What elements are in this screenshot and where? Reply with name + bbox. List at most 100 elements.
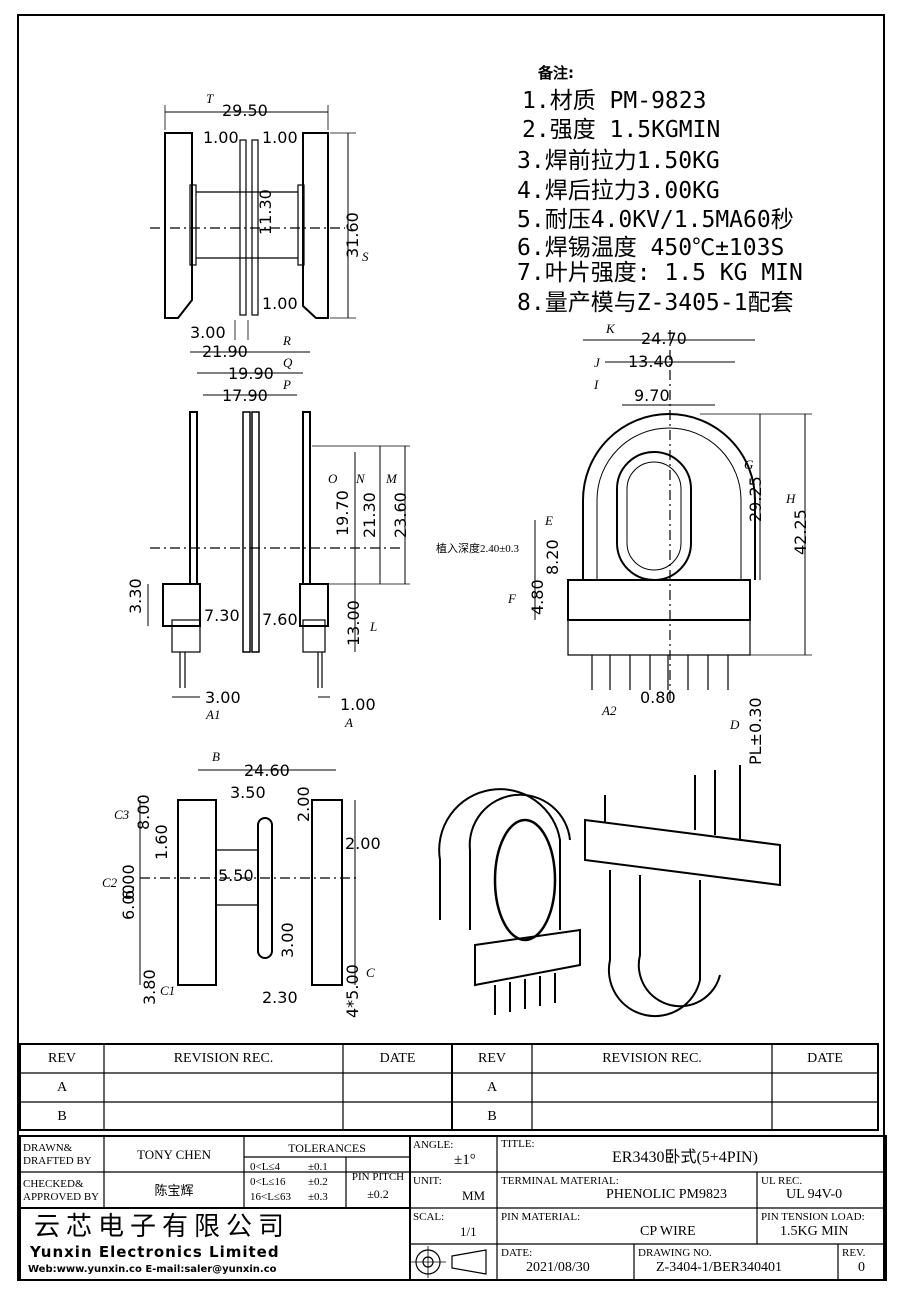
dim-front-19-90: 19.90 [228, 364, 274, 383]
date-label: DATE: [501, 1247, 533, 1259]
ul-value: UL 94V-0 [786, 1187, 843, 1202]
dim-bottom-8-00: 8.00 [134, 794, 153, 830]
drawing-title: ER3430卧式(5+4PIN) [612, 1149, 758, 1166]
callout-n: N [356, 471, 365, 486]
tol-value-3: ±0.3 [308, 1191, 328, 1203]
dim-side-42-25: 42.25 [791, 509, 810, 555]
dim-bottom-2-00-b: 2.00 [345, 834, 381, 853]
callout-a: A [345, 715, 353, 730]
dim-top-gap: 3.00 [190, 323, 226, 342]
dim-front-21-90: 21.90 [202, 342, 248, 361]
callout-c1: C1 [160, 983, 176, 998]
drawing-no-value: Z-3404-1/BER340401 [656, 1260, 782, 1275]
front-view [147, 351, 410, 698]
note-4: 4.焊后拉力3.00KG [517, 178, 720, 204]
rev-value: 0 [858, 1260, 865, 1275]
bottom-view [139, 769, 360, 986]
dim-side-8-20: 8.20 [543, 539, 562, 575]
rev-row-a-right: A [486, 1080, 498, 1095]
dim-top-plate-left: 1.00 [203, 128, 239, 147]
callout-a2: A2 [602, 703, 617, 718]
scale-label: SCAL: [413, 1211, 445, 1223]
callout-a1: A1 [206, 707, 221, 722]
dim-top-plate-right: 1.00 [262, 128, 298, 147]
drawn-by: TONY CHEN [136, 1147, 212, 1162]
callout-e: E [545, 513, 553, 528]
dim-top-height: 31.60 [343, 212, 362, 258]
dim-front-17-90: 17.90 [222, 386, 268, 405]
callout-p: P [283, 377, 291, 392]
callout-g: G [744, 457, 754, 472]
callout-c2: C2 [102, 875, 118, 890]
note-8: 8.量产模与Z-3405-1配套 [517, 290, 794, 316]
dim-side-pl: PL±0.30 [746, 697, 765, 765]
dim-bottom-2-00-a: 2.00 [294, 786, 313, 822]
dim-bottom-5-50: 5.50 [218, 866, 254, 885]
tolerances-label: TOLERANCES [288, 1141, 366, 1155]
dim-side-13-40: 13.40 [628, 352, 674, 371]
callout-b: B [212, 749, 220, 764]
callout-q: Q [283, 355, 293, 370]
dim-front-21-30: 21.30 [360, 492, 379, 538]
dim-side-24-70: 24.70 [641, 329, 687, 348]
dim-top-core: 11.30 [256, 189, 275, 235]
callout-t: T [206, 91, 214, 106]
dim-front-23-60: 23.60 [391, 492, 410, 538]
callout-s: S [362, 249, 369, 264]
revision-rec-header-1: REVISION REC. [173, 1051, 274, 1066]
dim-bottom-4x5-00: 4*5.00 [343, 964, 362, 1018]
dim-side-0-80: 0.80 [640, 688, 676, 707]
callout-d: D [730, 717, 740, 732]
tol-value-2: ±0.2 [308, 1176, 328, 1188]
isometric-view-left [438, 788, 581, 1015]
dim-bottom-1-60: 1.60 [152, 824, 171, 860]
side-view [534, 330, 812, 700]
tol-range-1: 0<L≤4 [250, 1161, 280, 1173]
pin-tension-label: PIN TENSION LOAD: [761, 1211, 865, 1223]
rev-header-2: REV [478, 1051, 506, 1066]
unit-value: MM [462, 1188, 486, 1203]
note-1: 1.材质 PM-9823 [522, 88, 707, 114]
dim-top-width: 29.50 [222, 101, 268, 120]
rev-label: REV. [842, 1247, 866, 1259]
note-2: 2.强度 1.5KGMIN [522, 117, 721, 143]
callout-o: O [328, 471, 338, 486]
scale-value: 1/1 [460, 1224, 477, 1239]
dim-side-4-80: 4.80 [528, 579, 547, 615]
tol-range-2: 0<L≤16 [250, 1176, 286, 1188]
rev-row-b-right: B [487, 1109, 497, 1124]
company-name-en: Yunxin Electronics Limited [30, 1243, 280, 1261]
note-5: 5.耐压4.0KV/1.5MA60秒 [517, 207, 794, 233]
title-label: TITLE: [501, 1138, 535, 1150]
callout-j: J [594, 355, 600, 370]
dim-side-29-25: 29.25 [746, 476, 765, 522]
ul-label: UL REC. [761, 1175, 803, 1187]
tol-range-3: 16<L≤63 [250, 1191, 291, 1203]
callout-m: M [386, 471, 397, 486]
pin-pitch-value: ±0.2 [367, 1187, 389, 1201]
checked-by: 陈宝辉 [154, 1183, 194, 1198]
dim-top-plate-bottom: 1.00 [262, 294, 298, 313]
pin-material-label: PIN MATERIAL: [501, 1211, 581, 1223]
dim-bottom-2-30: 2.30 [262, 988, 298, 1007]
dim-bottom-3-50: 3.50 [230, 783, 266, 802]
title-block-grid [19, 1135, 887, 1281]
pin-material-value: CP WIRE [640, 1224, 696, 1239]
checked-label: CHECKED& APPROVED BY [23, 1178, 100, 1203]
drawing-no-label: DRAWING NO. [638, 1247, 712, 1259]
rev-row-b-left: B [57, 1109, 67, 1124]
callout-r: R [283, 333, 291, 348]
dim-front-19-70: 19.70 [333, 490, 352, 536]
dim-front-3-00: 3.00 [205, 688, 241, 707]
callout-c3: C3 [114, 807, 130, 822]
terminal-material-value: PHENOLIC PM9823 [606, 1187, 727, 1202]
terminal-material-label: TERMINAL MATERIAL: [501, 1175, 619, 1187]
pin-tension-value: 1.5KG MIN [780, 1224, 849, 1239]
dim-bottom-3-80: 3.80 [140, 969, 159, 1005]
date-value: 2021/08/30 [526, 1260, 590, 1275]
dim-bottom-6-00-b: 6.00 [119, 884, 138, 920]
notes-heading: 备注: [538, 64, 574, 82]
isometric-view-right [584, 765, 781, 1018]
dim-front-7-60: 7.60 [262, 610, 298, 629]
